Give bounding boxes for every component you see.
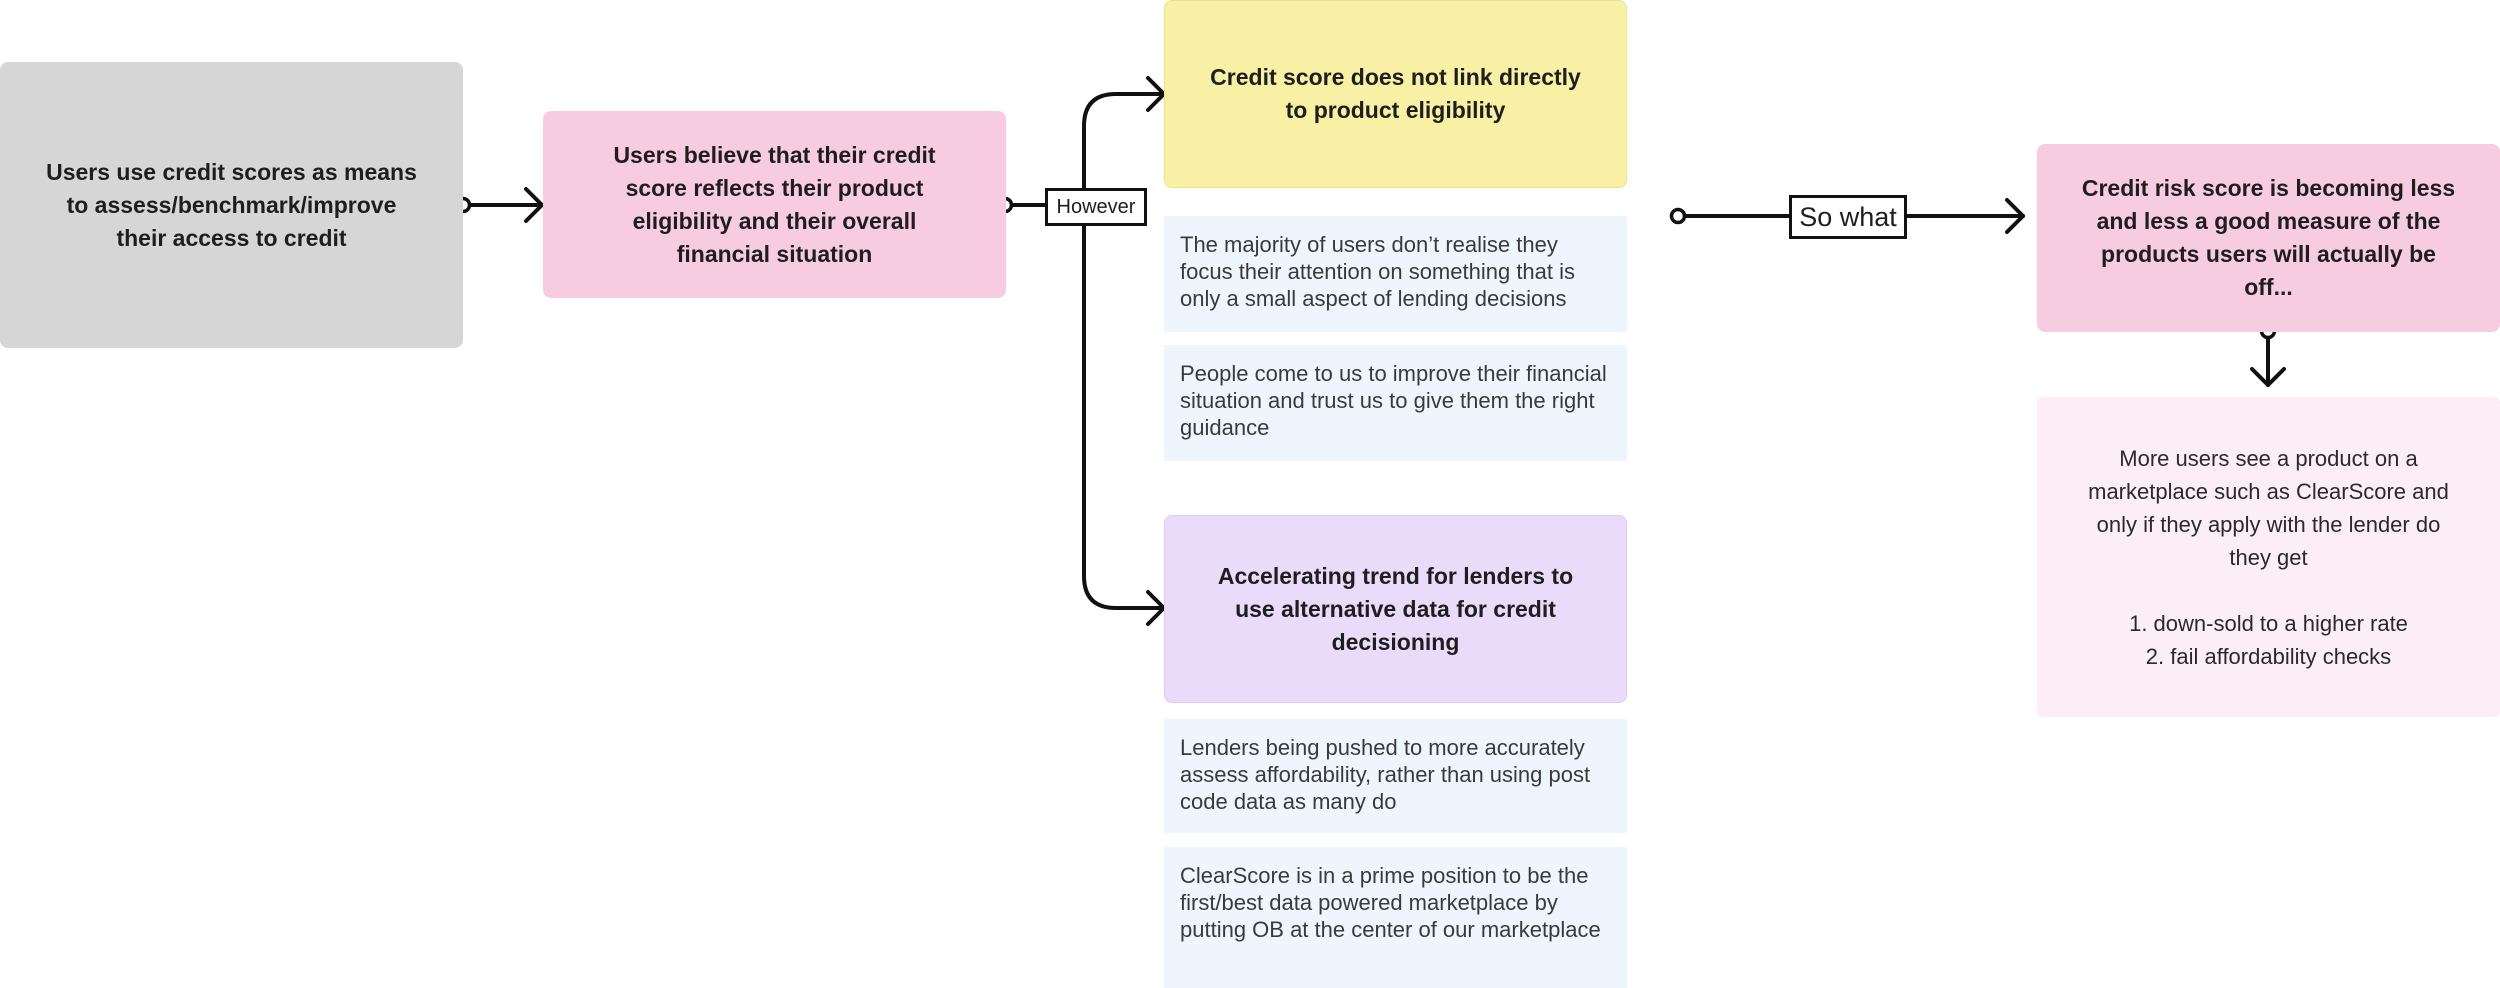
- connector-so-what: [1682, 198, 2025, 234]
- note-text: The majority of users don’t realise they…: [1180, 232, 1576, 311]
- note-clearscore-prime-position[interactable]: ClearScore is in a prime position to be …: [1164, 847, 1627, 988]
- card-text: Credit risk score is becoming less and l…: [2081, 175, 2456, 300]
- label-however[interactable]: However: [1045, 188, 1147, 226]
- label-so-what[interactable]: So what: [1789, 195, 1907, 239]
- label-text: So what: [1799, 201, 1897, 232]
- connector-risk-to-outcome: [2250, 335, 2286, 387]
- connector-however-branch: [1082, 76, 1166, 626]
- card-users-use-credit-scores[interactable]: Users use credit scores as means to asse…: [0, 62, 463, 348]
- note-more-users-outcome[interactable]: More users see a product on a marketplac…: [2037, 397, 2500, 717]
- outcome-list-item: 2. fail affordability checks: [2145, 643, 2392, 669]
- outcome-list: 1. down-sold to a higher rate 2. fail af…: [2129, 607, 2408, 673]
- note-majority-users[interactable]: The majority of users don’t realise they…: [1164, 216, 1627, 332]
- card-users-believe[interactable]: Users believe that their credit score re…: [543, 111, 1006, 298]
- note-text: People come to us to improve their finan…: [1180, 361, 1607, 440]
- label-text: However: [1056, 195, 1136, 218]
- note-text: ClearScore is in a prime position to be …: [1180, 863, 1601, 942]
- outcome-list-item: 1. down-sold to a higher rate: [2129, 610, 2408, 636]
- card-no-direct-link[interactable]: Credit score does not link directly to p…: [1164, 0, 1627, 188]
- card-credit-risk-score[interactable]: Credit risk score is becoming less and l…: [2037, 144, 2500, 332]
- card-text: Users believe that their credit score re…: [613, 141, 936, 267]
- card-accelerating-trend[interactable]: Accelerating trend for lenders to use al…: [1164, 515, 1627, 703]
- card-text: Credit score does not link directly to p…: [1210, 64, 1581, 123]
- note-text: Lenders being pushed to more accurately …: [1180, 735, 1591, 814]
- note-people-come-to-us[interactable]: People come to us to improve their finan…: [1164, 345, 1627, 461]
- note-lenders-pushed[interactable]: Lenders being pushed to more accurately …: [1164, 719, 1627, 833]
- card-text: Users use credit scores as means to asse…: [46, 158, 417, 251]
- connector-users-use-to-users-believe: [468, 187, 544, 223]
- card-text: Accelerating trend for lenders to use al…: [1217, 562, 1574, 655]
- connector-start-dot: [1669, 207, 1687, 225]
- outcome-text: More users see a product on a marketplac…: [2088, 445, 2449, 570]
